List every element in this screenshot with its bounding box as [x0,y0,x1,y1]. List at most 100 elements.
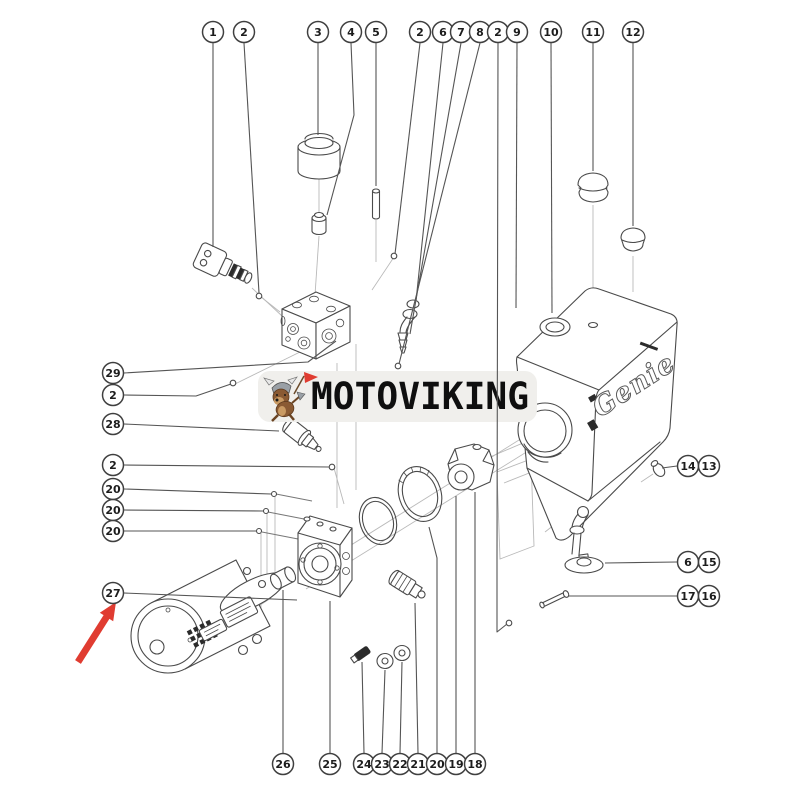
leader-line-20-34 [428,526,438,753]
callout-number-2-9: 2 [494,26,502,39]
callout-number-28-16: 28 [105,418,120,431]
callout-circle-9-10 [505,20,529,44]
callout-number-17-26: 17 [680,590,695,603]
callout-number-22-32: 22 [392,758,407,771]
filter-canister [297,132,341,180]
tank-label-mark [587,419,599,432]
small-screws [229,252,513,627]
gear-pump [447,443,495,491]
callout-number-6-24: 6 [684,556,692,569]
callout-number-21-33: 21 [410,758,425,771]
cap-plug [620,227,646,252]
callout-circle-2-15 [101,383,125,407]
leader-line-27-21 [123,592,298,601]
leader-line-6-24 [604,561,678,564]
callout-circle-16-27 [697,584,721,608]
motor-label-plate [219,596,259,628]
motor-label-plate-2 [198,618,228,642]
washer-icon [376,652,394,670]
tank-label-mark [588,393,598,403]
callout-circle-26-28 [271,752,295,776]
screw-icon [394,362,402,370]
callout-circle-5-4 [364,20,388,44]
callout-circle-27-21 [101,581,125,605]
callout-circle-2-5 [408,20,432,44]
motor-terminal [237,644,249,656]
o-ring [358,496,398,546]
callout-number-15-25: 15 [701,556,716,569]
callout-number-13-23: 13 [701,460,716,473]
callout-number-10-11: 10 [543,26,559,39]
callout-number-20-20: 20 [105,525,121,538]
block-stud [303,516,311,522]
watermark: MOTOVIKING [258,371,537,422]
callout-number-6-6: 6 [439,26,447,39]
callout-number-2-5: 2 [416,26,424,39]
leader-line-2-15 [123,383,232,397]
leader-line-10-11 [550,42,553,314]
mascot-axe [296,391,306,401]
clamp-ring [397,466,443,522]
callout-circle-20-20 [101,519,125,543]
leader-line-28-16 [123,423,280,432]
leader-line-9-10 [515,42,518,309]
leader-line-20-19 [123,509,264,512]
callout-circle-2-17 [101,453,125,477]
leader-line-6-6 [415,42,444,302]
callout-number-2-15: 2 [109,389,117,402]
callout-circle-3-2 [306,20,330,44]
callout-number-29-14: 29 [105,367,120,380]
callout-number-20-19: 20 [105,504,121,517]
watermark-text: MOTOVIKING [311,375,529,418]
callout-circle-13-23 [697,454,721,478]
callout-number-20-34: 20 [429,758,445,771]
leader-line-2-5 [394,42,421,255]
leader-line-23-31 [381,669,386,754]
block-stud [316,521,324,527]
leader-line-2-9 [496,42,508,633]
screw-icon [505,619,513,627]
leader-line-2-1 [243,42,260,294]
callout-circle-12-13 [621,20,645,44]
callout-circle-28-16 [101,412,125,436]
block-stud [329,526,337,532]
leader-line-4-3 [326,42,355,216]
callout-number-27-21: 27 [105,587,120,600]
viking-dog-mascot [263,372,318,422]
callout-number-18-36: 18 [467,758,482,771]
tank-fine-print [639,341,659,351]
callout-number-26-28: 26 [275,758,291,771]
stud-head [262,507,270,515]
manifold-block [280,291,351,360]
screw-icon [328,463,336,471]
callout-number-19-35: 19 [448,758,463,771]
screw-icon [255,292,263,300]
stud-head [255,527,263,535]
callout-number-12-13: 12 [625,26,640,39]
breather-port [587,321,599,329]
bottom-hardware [350,644,411,670]
callout-number-20-18: 20 [105,483,121,496]
callout-number-7-7: 7 [457,26,465,39]
leader-line-2-17 [123,464,330,468]
callout-circle-15-25 [697,550,721,574]
callout-number-5-4: 5 [372,26,380,39]
breather-cap [577,172,609,203]
callout-number-4-3: 4 [347,26,355,39]
callout-circle-29-14 [101,361,125,385]
callout-number-23-31: 23 [374,758,389,771]
cartridge-valve [282,418,322,452]
coupling-spacer [269,566,297,590]
callout-number-2-1: 2 [240,26,248,39]
check-valve [388,569,426,599]
callout-number-1-0: 1 [209,26,217,39]
callout-circle-10-11 [539,20,563,44]
washer-icon [393,644,411,662]
small-elbow-fitting [650,460,666,477]
leader-line-21-33 [414,602,419,754]
solenoid-connector [192,242,253,284]
leader-line-20-18 [123,488,272,495]
callout-circle-1-0 [201,20,225,44]
